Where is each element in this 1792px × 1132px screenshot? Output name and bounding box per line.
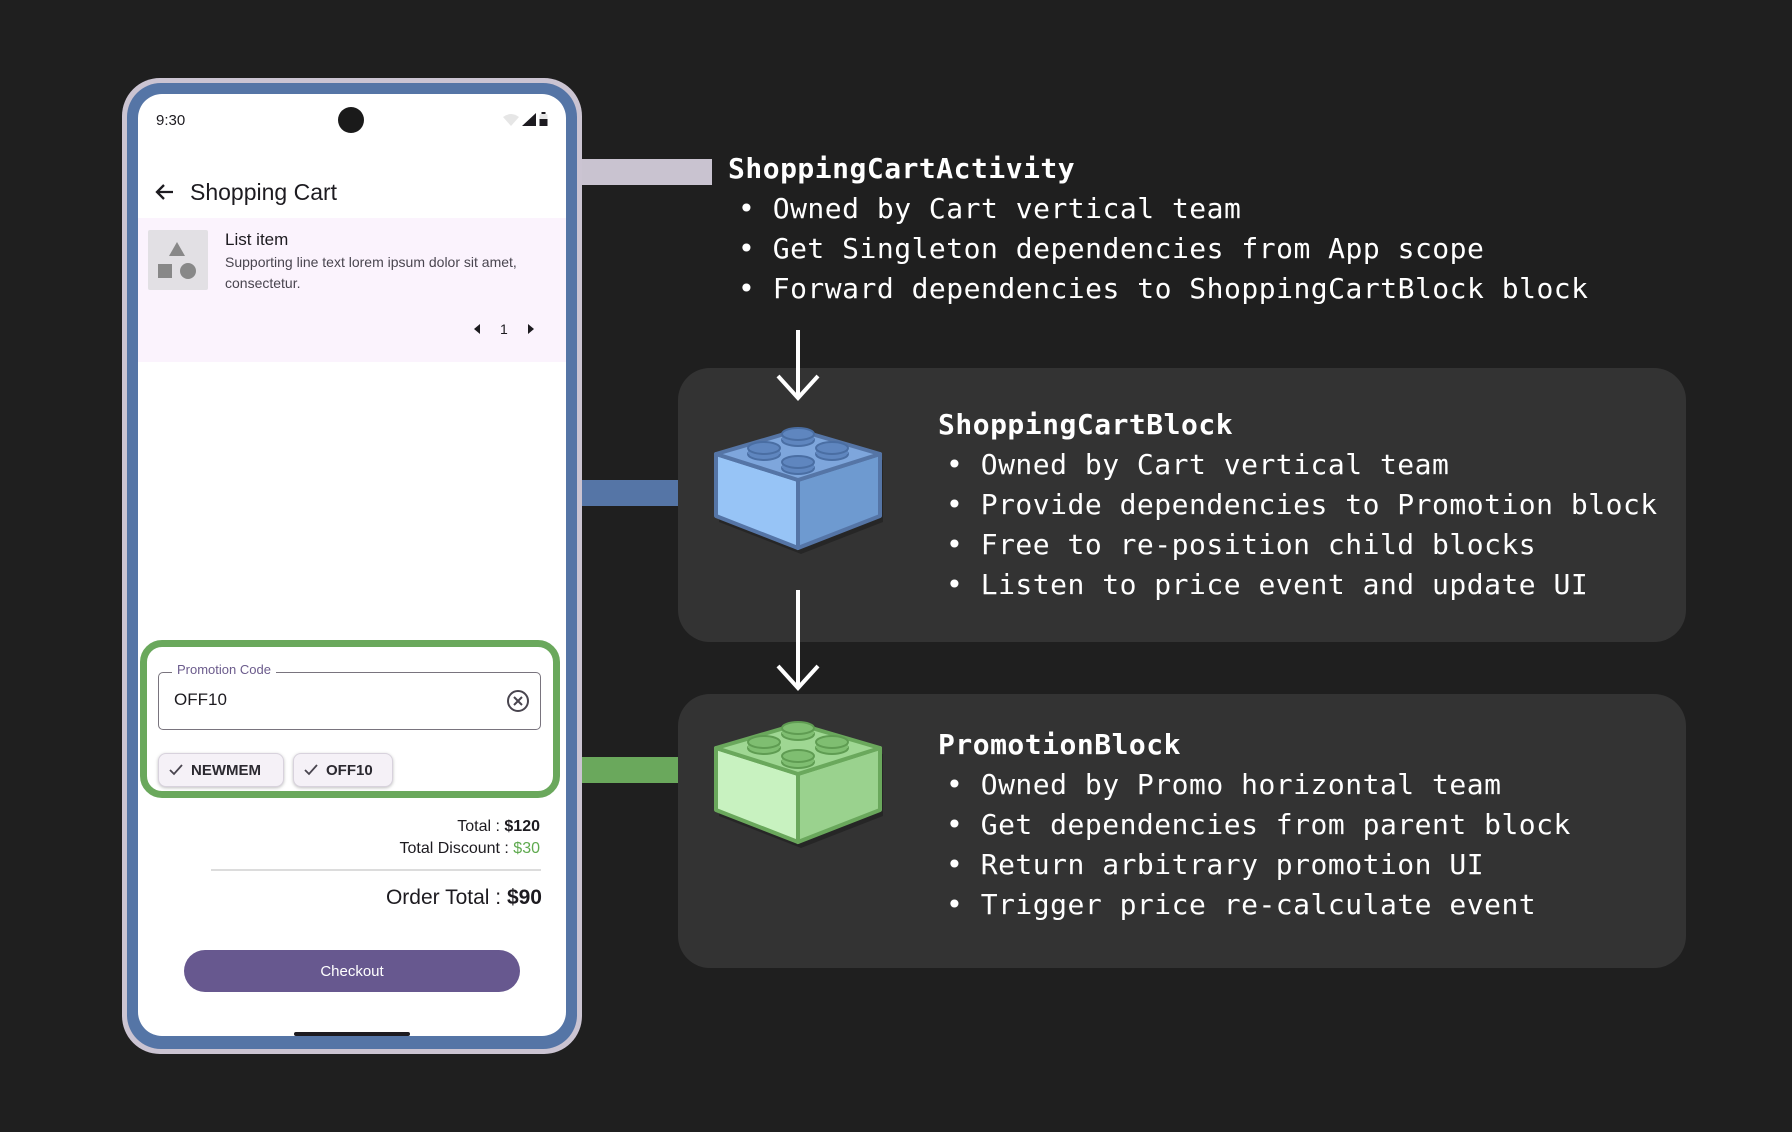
- discount-label: Total Discount :: [399, 840, 514, 857]
- arrow-down-icon: [776, 590, 820, 691]
- totals-divider: [211, 869, 541, 871]
- order-total-label: Order Total :: [385, 886, 507, 909]
- order-total: Order Total : $90: [386, 886, 542, 910]
- page-number: 1: [500, 321, 508, 337]
- check-icon: [304, 764, 318, 776]
- list-item-supporting-text: Supporting line text lorem ipsum dolor s…: [225, 254, 517, 291]
- promo-block-bullets: Owned by Promo horizontal team Get depen…: [946, 765, 1571, 925]
- pager: 1: [468, 320, 540, 338]
- cart-block-bullet: Listen to price event and update UI: [946, 565, 1658, 605]
- status-time: 9:30: [156, 112, 186, 129]
- promo-code-input[interactable]: [174, 687, 474, 713]
- activity-bullet: Get Singleton dependencies from App scop…: [738, 229, 1589, 269]
- activity-connector: [578, 159, 712, 185]
- promo-code-field[interactable]: [158, 672, 541, 730]
- cart-block-bullet: Free to re-position child blocks: [946, 525, 1658, 565]
- promo-block-bullet: Return arbitrary promotion UI: [946, 845, 1571, 885]
- promo-block-title: PromotionBlock: [938, 728, 1182, 761]
- total-label: Total :: [457, 818, 505, 835]
- total-value: $120: [504, 818, 540, 835]
- discount-value: $30: [513, 840, 540, 857]
- back-arrow-icon[interactable]: [150, 177, 180, 207]
- lego-brick-icon: [714, 721, 883, 848]
- promo-block-bullet: Owned by Promo horizontal team: [946, 765, 1571, 805]
- image-placeholder-icon: [148, 230, 208, 290]
- totals: Total : $120 Total Discount : $30: [399, 816, 540, 860]
- signal-icon: [522, 113, 536, 126]
- activity-bullet: Owned by Cart vertical team: [738, 189, 1589, 229]
- promotion-block-highlight: [140, 640, 560, 798]
- order-total-value: $90: [506, 886, 542, 909]
- cart-block-description: ShoppingCartBlock Owned by Cart vertical…: [938, 408, 1658, 605]
- promo-chip-newmem[interactable]: NEWMEM: [158, 753, 284, 787]
- activity-title: ShoppingCartActivity: [728, 152, 1076, 185]
- promo-block-description: PromotionBlock Owned by Promo horizontal…: [938, 728, 1571, 925]
- list-item[interactable]: List item Supporting line text lorem ips…: [138, 218, 566, 362]
- cart-block-bullet: Owned by Cart vertical team: [946, 445, 1658, 485]
- chip-label: NEWMEM: [191, 761, 261, 779]
- checkout-button[interactable]: Checkout: [184, 950, 520, 992]
- activity-description: ShoppingCartActivity Owned by Cart verti…: [728, 152, 1589, 309]
- promo-block-bullet: Get dependencies from parent block: [946, 805, 1571, 845]
- cart-block-title: ShoppingCartBlock: [938, 408, 1234, 441]
- chevron-right-icon[interactable]: [522, 320, 540, 338]
- cart-block-bullets: Owned by Cart vertical team Provide depe…: [946, 445, 1658, 605]
- activity-bullets: Owned by Cart vertical team Get Singleto…: [738, 189, 1589, 309]
- list-item-title: List item: [225, 230, 289, 249]
- lego-brick-icon: [714, 427, 883, 554]
- top-app-bar: Shopping Cart: [138, 164, 566, 220]
- promo-chip-off10[interactable]: OFF10: [293, 753, 393, 787]
- cart-block-bullet: Provide dependencies to Promotion block: [946, 485, 1658, 525]
- promo-block-bullet: Trigger price re-calculate event: [946, 885, 1571, 925]
- arrow-down-icon: [776, 330, 820, 401]
- battery-icon: [539, 112, 548, 126]
- camera-cutout: [338, 107, 364, 133]
- chevron-left-icon[interactable]: [468, 320, 486, 338]
- page-title: Shopping Cart: [190, 178, 338, 205]
- home-indicator: [294, 1032, 410, 1036]
- wifi-icon: [503, 114, 519, 126]
- activity-bullet: Forward dependencies to ShoppingCartBloc…: [738, 269, 1589, 309]
- chip-label: OFF10: [326, 761, 373, 779]
- check-icon: [169, 764, 183, 776]
- clear-icon[interactable]: [506, 689, 530, 713]
- phone-screen: 9:30 Shopping Cart List item Supporting …: [138, 94, 566, 1036]
- status-icons: [503, 112, 548, 126]
- promo-code-label: Promotion Code: [172, 662, 276, 677]
